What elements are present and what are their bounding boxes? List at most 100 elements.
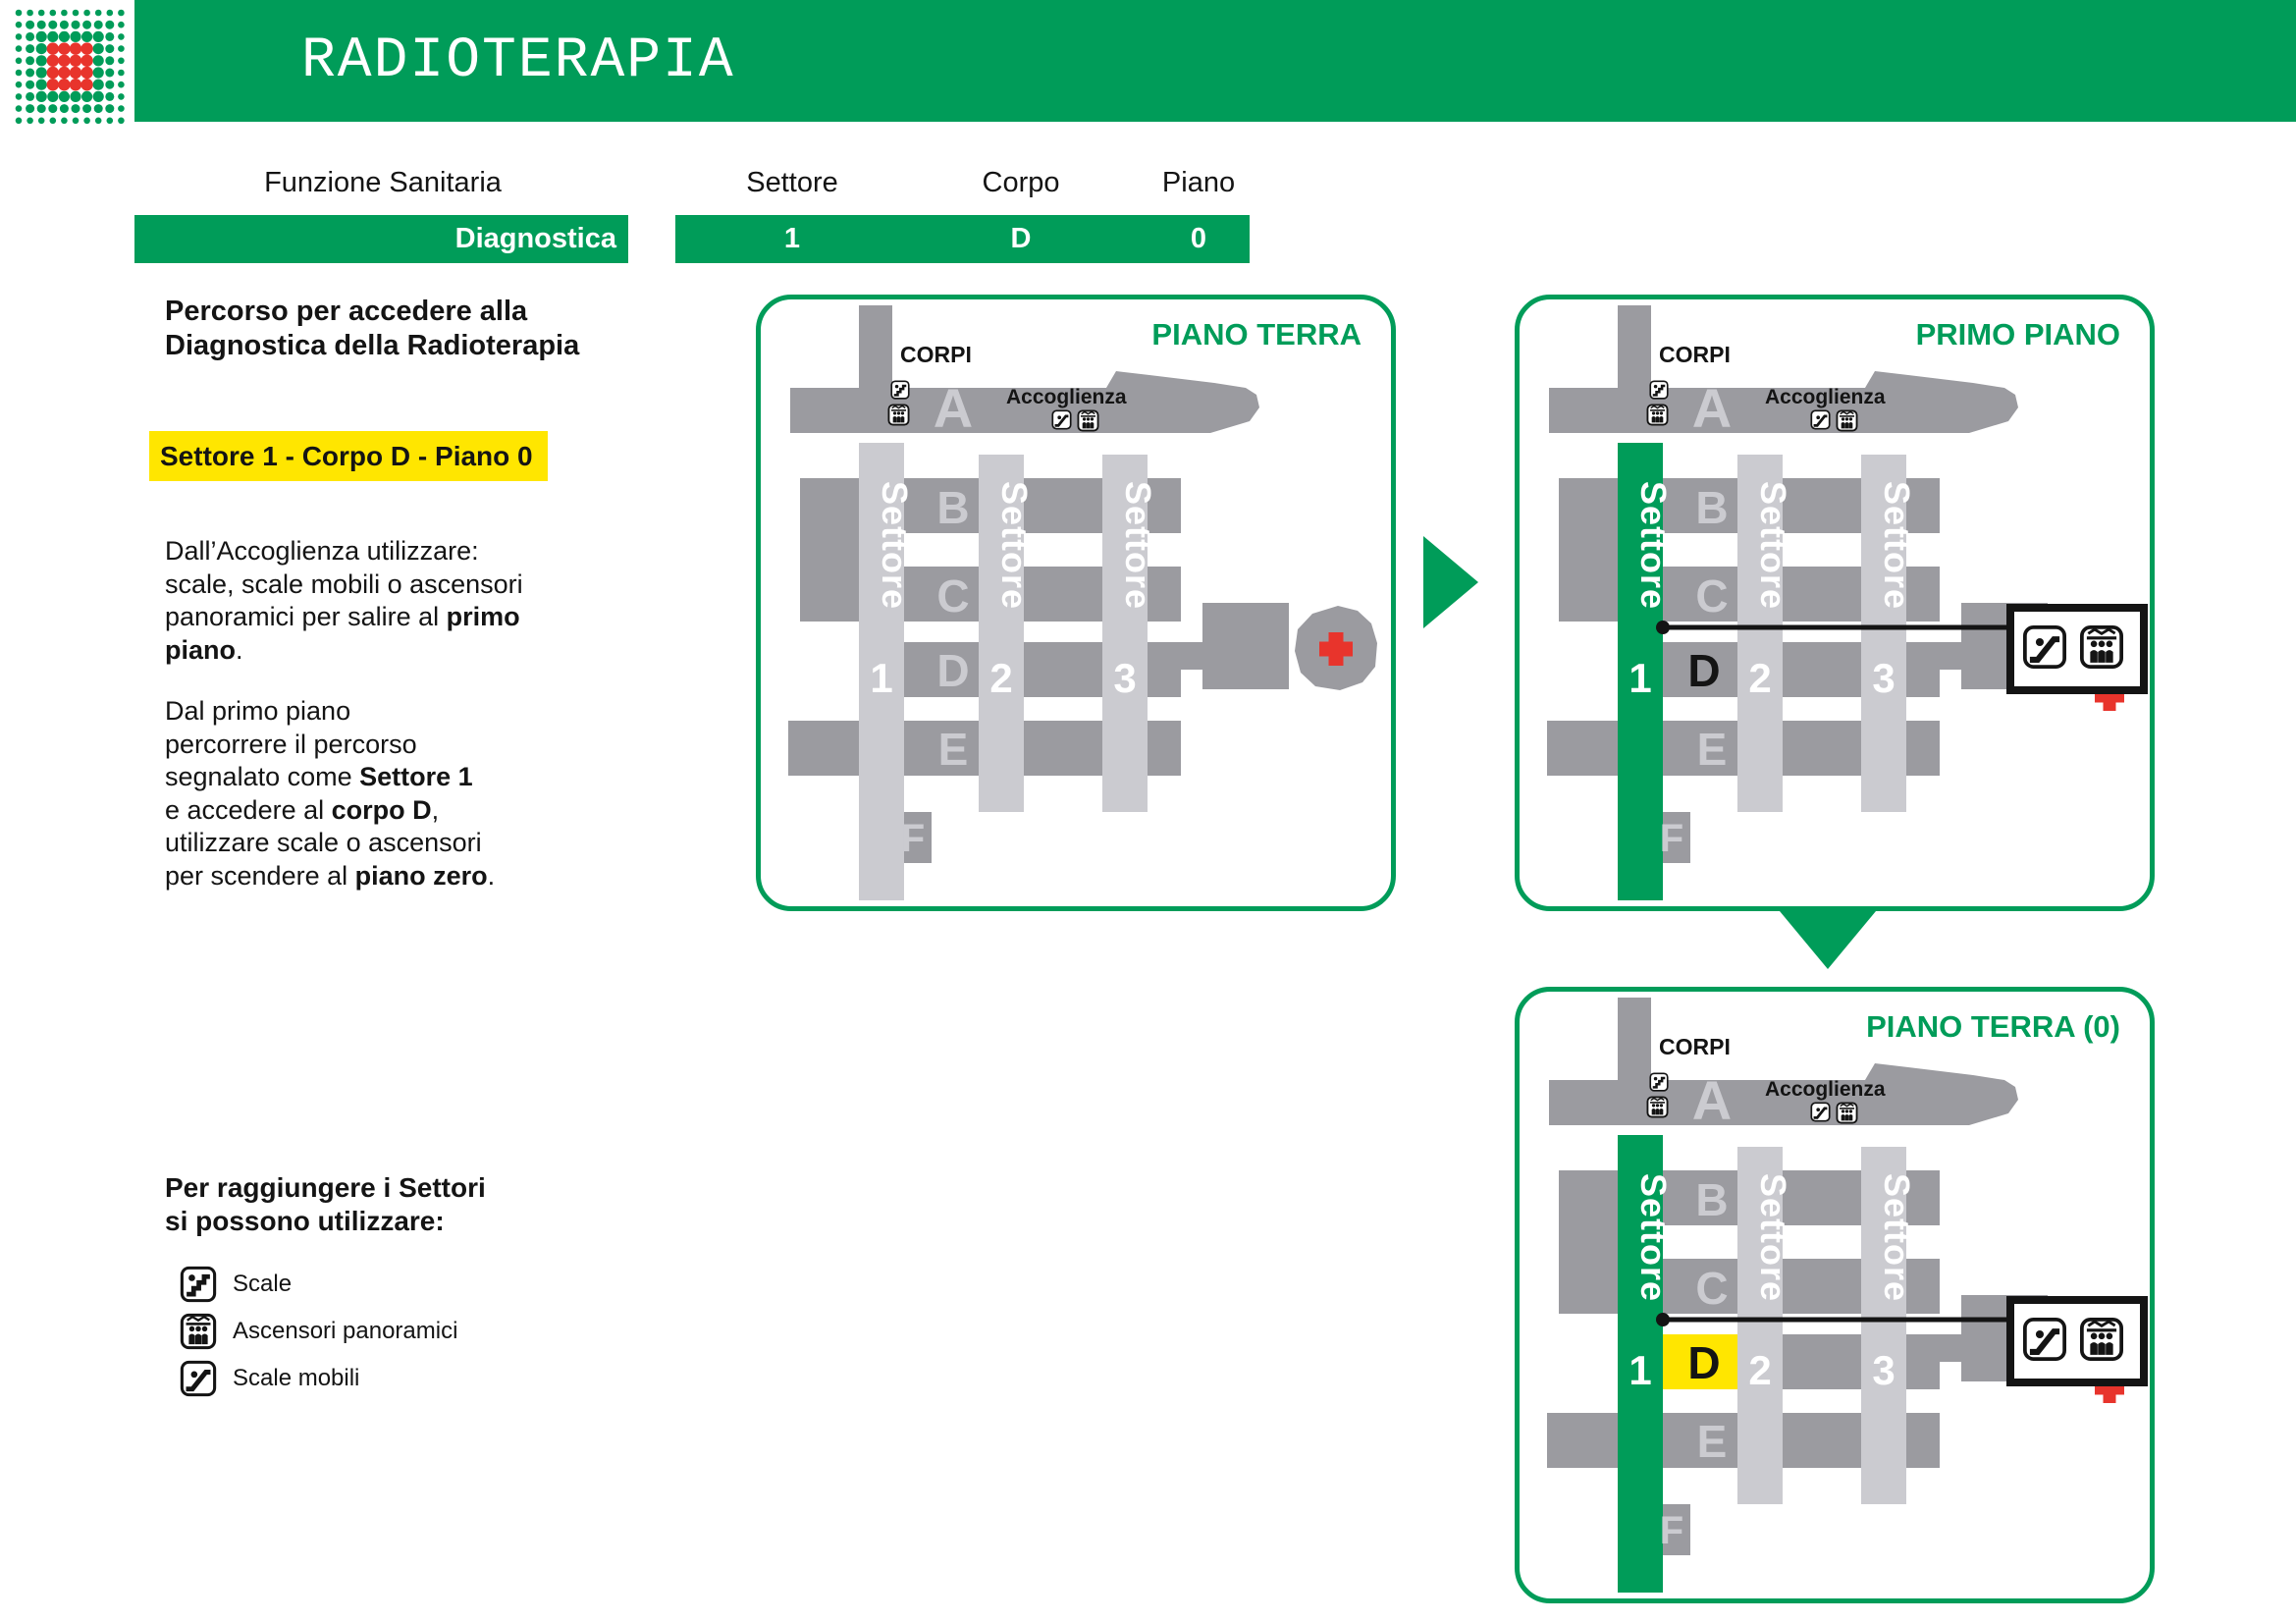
legend-item: Scale [180, 1265, 292, 1304]
legend-item: Ascensori panoramici [180, 1312, 457, 1351]
sector-2-strip [1737, 1147, 1783, 1504]
sector-1-strip [859, 443, 904, 900]
floor-column-header: Piano [1161, 166, 1236, 198]
function-column-header: Funzione Sanitaria [264, 166, 502, 198]
panoramic-elevator-icon [2080, 625, 2123, 669]
letter-corpo-c: C [936, 570, 969, 622]
sector-label-number: 1 [870, 655, 892, 701]
step-arrow-down-icon [1780, 911, 1876, 969]
legend-item: Scale mobili [180, 1359, 359, 1398]
corpo-d-destination-highlight [1663, 1334, 1737, 1389]
letter-corpo-f: F [901, 817, 925, 860]
sector-label-number: 3 [1872, 1347, 1895, 1393]
sector-label-number: 2 [989, 655, 1012, 701]
sector-3-strip [1861, 455, 1906, 812]
sector-1-strip [1618, 1135, 1663, 1593]
escalator-icon [1810, 1102, 1831, 1122]
text-line: panoramici per salire al primo [165, 602, 520, 631]
body-value: D [1010, 223, 1032, 254]
header-banner: RADIOTERAPIA [134, 0, 2296, 122]
panoramic-elevator-icon [2080, 1318, 2123, 1361]
corridor-to-emergency [1936, 1334, 1965, 1362]
stairs-icon [180, 1266, 217, 1303]
escalator-icon [1051, 409, 1072, 430]
sector-3-strip [1102, 455, 1148, 812]
sector-label-word: Settore [1753, 1173, 1793, 1302]
step-arrow-right-icon [1423, 536, 1478, 628]
sector-label-word: Settore [1118, 481, 1158, 610]
page-title: RADIOTERAPIA [301, 28, 735, 93]
sector-label-word: Settore [1753, 481, 1793, 610]
floor-title: PRIMO PIANO [1916, 317, 2120, 352]
panoramic-elevator-icon [887, 404, 910, 426]
sector-label-number: 1 [1629, 655, 1651, 701]
panoramic-elevator-icon [1646, 1096, 1669, 1118]
sector-label-word: Settore [1877, 481, 1917, 610]
panoramic-elevator-icon [1836, 409, 1858, 432]
sector-1-strip [1618, 443, 1663, 900]
panoramic-elevator-icon [1836, 1102, 1858, 1124]
building-tower [859, 305, 892, 400]
panoramic-elevator-icon [180, 1313, 217, 1350]
sector-label-word: Settore [1633, 481, 1674, 610]
floor-title: PIANO TERRA (0) [1866, 1009, 2120, 1044]
legend-item-label: Scale [233, 1271, 293, 1297]
route-path [1656, 621, 2014, 634]
text-line: segnalato come Settore 1 [165, 762, 473, 791]
corpi-caption: CORPI [1659, 1034, 1731, 1059]
sector-3-strip [1861, 1147, 1906, 1504]
sector-column-header: Settore [746, 166, 838, 198]
building-tower [1618, 998, 1651, 1092]
sector-body-floor-bar: 1 D 0 [675, 215, 1250, 263]
text-line: Percorso per accedere alla [165, 296, 528, 327]
letter-corpo-b: B [936, 482, 969, 533]
text-line: percorrere il percorso [165, 729, 417, 759]
panoramic-elevator-icon [1646, 404, 1669, 426]
text-line: per scendere al piano zero. [165, 860, 496, 891]
sector-label-word: Settore [875, 481, 915, 610]
escalator-icon [1810, 409, 1831, 430]
sector-value: 1 [783, 223, 801, 254]
letter-corpo-d: D [1687, 645, 1720, 696]
text-line: Diagnostica della Radioterapia [165, 330, 580, 361]
letter-corpo-e: E [938, 724, 969, 775]
sector-label-number: 1 [1629, 1347, 1651, 1393]
text-line: Dall’Accoglienza utilizzare: [165, 536, 479, 566]
red-cross-icon [1319, 632, 1353, 666]
sector-label-word: Settore [1633, 1173, 1674, 1302]
letter-corpo-d: D [936, 645, 969, 696]
floor-plan-piano-terra-0: Settore1Settore2Settore3ABCDEFCORPIAccog… [1547, 998, 2148, 1593]
stairs-icon [890, 380, 910, 400]
letter-corpo-c: C [1695, 570, 1728, 622]
corpi-caption: CORPI [900, 342, 972, 367]
accoglienza-label: Accoglienza [1765, 1078, 1886, 1101]
location-highlight: Settore 1 - Corpo D - Piano 0 [149, 431, 548, 481]
text-line: piano. [165, 634, 243, 665]
text-line: Per raggiungere i Settori [165, 1172, 486, 1203]
letter-corpo-a: A [1692, 1069, 1732, 1131]
escalator-icon [2023, 1318, 2066, 1361]
function-value: Diagnostica [454, 223, 616, 254]
sector-label-word: Settore [994, 481, 1035, 610]
text-line: e accedere al corpo D, [165, 794, 440, 825]
accoglienza-label: Accoglienza [1006, 386, 1127, 408]
sector-2-strip [1737, 455, 1783, 812]
sector-label-word: Settore [1877, 1173, 1917, 1302]
floor-title: PIANO TERRA [1151, 317, 1362, 352]
text-line: utilizzare scale o ascensori [165, 828, 482, 857]
stairs-icon [1649, 1072, 1669, 1092]
corridor-to-emergency [1177, 642, 1206, 670]
accoglienza-label: Accoglienza [1765, 386, 1886, 408]
corpi-caption: CORPI [1659, 342, 1731, 367]
letter-corpo-d: D [1687, 1337, 1720, 1388]
text-line: Dal primo piano [165, 696, 351, 726]
letter-corpo-e: E [1697, 724, 1728, 775]
letter-corpo-c: C [1695, 1263, 1728, 1314]
building-tower [1618, 305, 1651, 400]
legend-item-label: Ascensori panoramici [233, 1318, 458, 1344]
